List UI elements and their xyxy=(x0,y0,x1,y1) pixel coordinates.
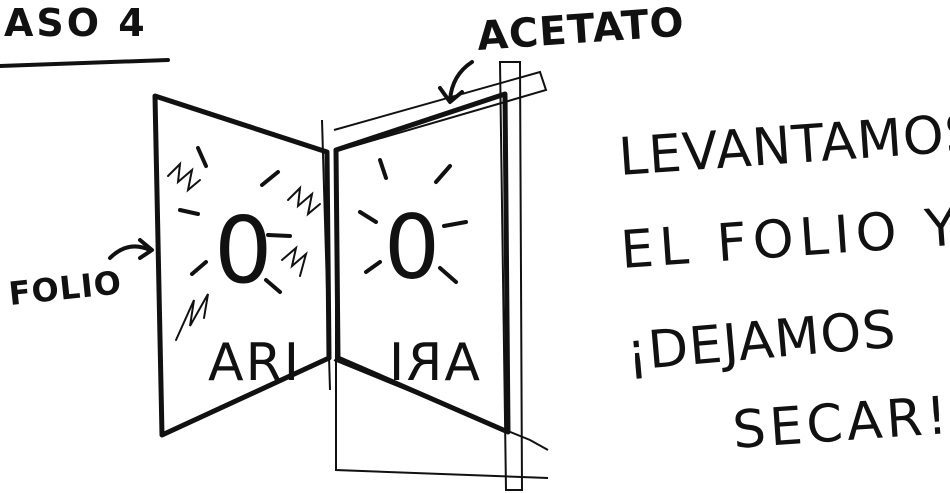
instruction-line-3: ¡DEJAMOS xyxy=(624,300,899,383)
acetate-text-mirrored: ARI xyxy=(387,333,480,393)
sheet-arrow xyxy=(108,238,154,260)
instruction: LEVANTAMOS EL FOLIO Y ¡DEJAMOS SECAR! xyxy=(617,103,950,461)
sheet-text: ARI xyxy=(208,333,301,393)
instruction-line-1: LEVANTAMOS xyxy=(617,103,950,188)
sheet-label: FOLIO xyxy=(7,263,124,313)
acetate-panel xyxy=(333,91,511,435)
step-title: ASO 4 xyxy=(4,1,148,45)
title-underline xyxy=(0,58,170,68)
instruction-line-4: SECAR! xyxy=(731,386,950,461)
acetate-sun-center: 0 xyxy=(384,196,440,299)
instruction-line-2: EL FOLIO Y xyxy=(619,197,950,281)
acetate-label: ACETATO xyxy=(475,0,686,60)
sheet-sun-center: 0 xyxy=(214,197,273,304)
